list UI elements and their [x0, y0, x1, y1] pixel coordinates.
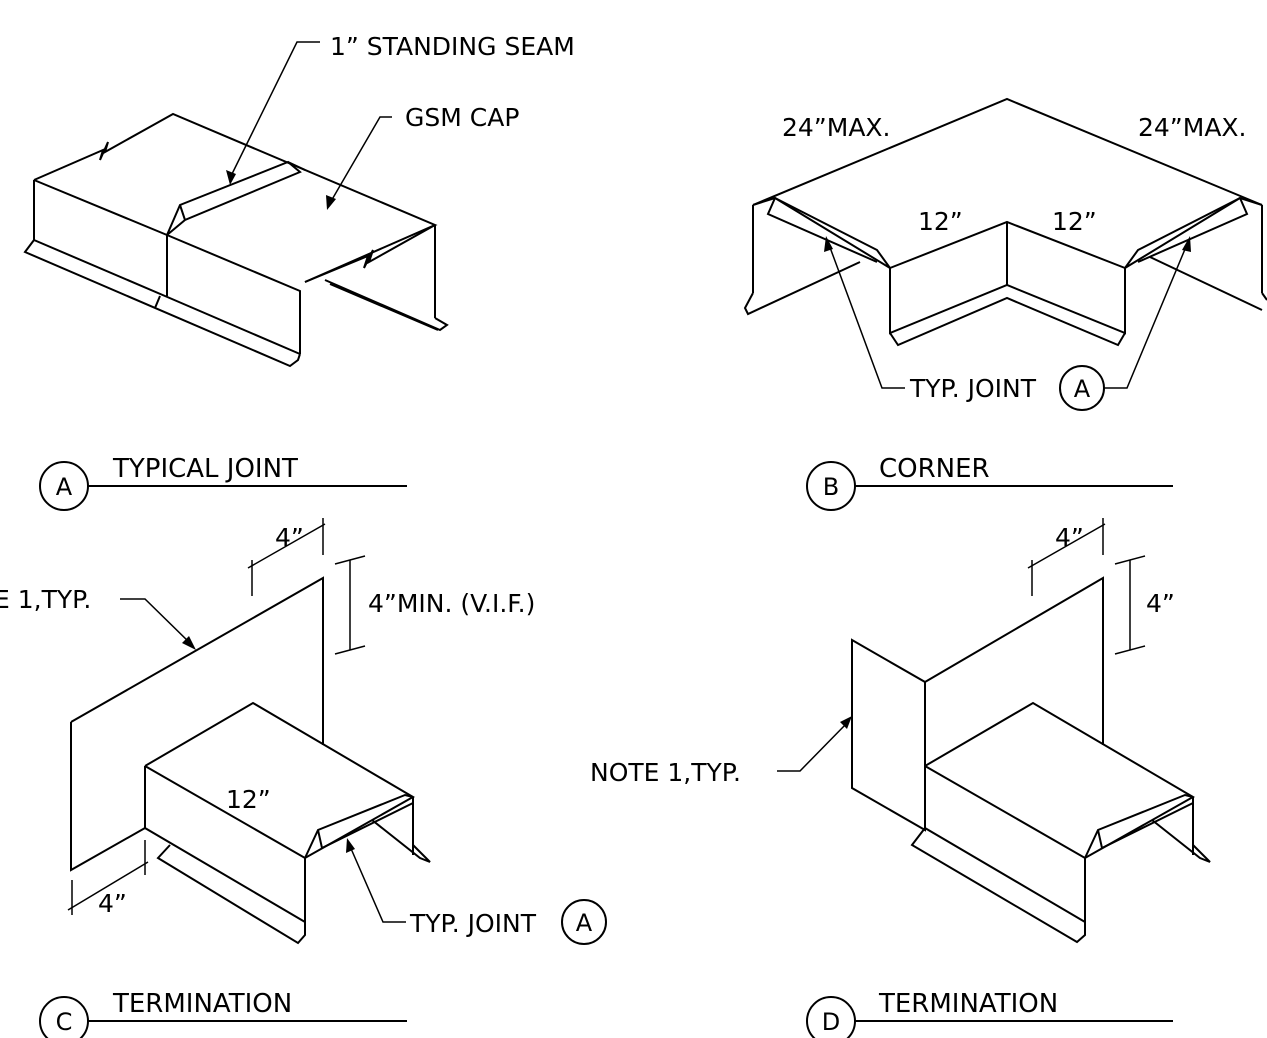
dim-height-c: 4”MIN. (V.I.F.) [368, 589, 535, 618]
dim-12-right: 12” [1052, 207, 1097, 236]
drip-flange-front [23, 239, 301, 368]
corner-right-seam-inner [1137, 197, 1249, 263]
detail-title-b: CORNER [879, 454, 990, 484]
d-cap-top [924, 701, 1196, 860]
joint-ref-bubble-c [561, 899, 607, 945]
dim-12-left: 12” [918, 207, 963, 236]
dim-bottom-line [67, 861, 149, 911]
corner-drip-left [743, 261, 861, 316]
joint-ref-bubble-b [1059, 365, 1105, 411]
detail-title-a: TYPICAL JOINT [112, 454, 298, 484]
leader-note-d-arrow [840, 716, 852, 729]
leader-note-d [777, 721, 849, 772]
d-dim-top-line [1027, 523, 1106, 569]
dim-4-bottom-c: 4” [98, 889, 127, 918]
term-cap-front [144, 766, 306, 924]
cap-top-outline [33, 112, 438, 283]
dim-top-line [247, 523, 326, 569]
leader-note-c [120, 598, 193, 646]
term-seam [304, 793, 414, 859]
drip-flange-back-inner [329, 283, 439, 331]
corner-right-seam [1124, 197, 1241, 269]
callout-note-d: NOTE 1,TYP. [590, 758, 741, 787]
leader-cap [329, 116, 392, 204]
detail-bubble-c-label: C [56, 1008, 73, 1036]
dim-24max-right: 24”MAX. [1138, 113, 1247, 142]
drip-flange-back [324, 279, 449, 332]
dim-4-top-d: 4” [1055, 523, 1084, 552]
leader-joint-left-arrow [824, 236, 833, 252]
dim-4-top-c: 4” [275, 523, 304, 552]
d-cap-front [924, 766, 1086, 924]
d-dim-height-tick-top [1114, 555, 1146, 565]
detail-bubble-d-label: D [822, 1008, 840, 1036]
corner-right-leg [1124, 196, 1263, 269]
d-drip-front [910, 827, 1086, 944]
leader-note-c-arrow [182, 636, 196, 650]
callout-note-c: E 1,TYP. [0, 585, 91, 614]
leader-seam-arrow [226, 170, 236, 185]
detail-b-drawing [743, 97, 1267, 411]
corner-drip-inner [889, 296, 1126, 347]
leader-joint-c [348, 843, 406, 923]
wall-panel-top [70, 576, 324, 745]
callout-standing-seam: 1” STANDING SEAM [330, 32, 575, 61]
term-cap-top [144, 701, 416, 860]
term-drip-front [156, 844, 306, 945]
leader-joint-left [827, 241, 905, 389]
leader-joint-right-arrow [1182, 236, 1191, 252]
corner-left-leg [752, 196, 891, 269]
dim-24max-left: 24”MAX. [782, 113, 891, 142]
leader-joint-c-arrow [346, 838, 355, 853]
leader-seam [229, 41, 320, 179]
corner-left-seam-inner [766, 197, 878, 263]
callout-typ-joint-b: TYP. JOINT [909, 374, 1037, 403]
d-seam [1084, 793, 1194, 859]
leader-cap-arrow [326, 195, 336, 210]
standing-seam-top [287, 161, 306, 171]
d-drip-back [1151, 819, 1211, 863]
d-wall-side [851, 638, 926, 832]
joint-ref-bubble-c-label: A [576, 909, 593, 937]
dim-height-d: 4” [1146, 589, 1175, 618]
detail-bubble-a-label: A [56, 473, 73, 501]
d-wall-back [924, 576, 1104, 745]
callout-typ-joint-c: TYP. JOINT [409, 909, 537, 938]
detail-title-d: TERMINATION [878, 989, 1058, 1019]
detail-title-c: TERMINATION [112, 989, 292, 1019]
dim-12-c: 12” [226, 785, 271, 814]
cap-front-bottom [33, 180, 301, 355]
dim-height-tick-top [334, 555, 366, 565]
term-drip-back [371, 819, 431, 863]
leader-joint-right [1104, 241, 1189, 389]
corner-left-seam [774, 197, 891, 269]
cap-front-top [33, 179, 301, 354]
standing-seam [166, 160, 302, 236]
detail-c-drawing [67, 518, 607, 945]
detail-bubble-b-label: B [823, 473, 839, 501]
standing-seam-end [179, 204, 186, 221]
dim-height-tick-bottom [334, 645, 366, 655]
detail-d-drawing [777, 518, 1211, 944]
corner-drip-right [1149, 256, 1267, 311]
detail-a-drawing [23, 41, 449, 368]
d-dim-height-tick-bottom [1114, 645, 1146, 655]
wall-panel-left [70, 722, 146, 872]
drip-joint [154, 295, 161, 309]
corner-top [752, 97, 1263, 206]
joint-ref-bubble-b-label: A [1074, 375, 1091, 403]
callout-gsm-cap: GSM CAP [405, 103, 519, 132]
cap-break-right [304, 224, 436, 283]
